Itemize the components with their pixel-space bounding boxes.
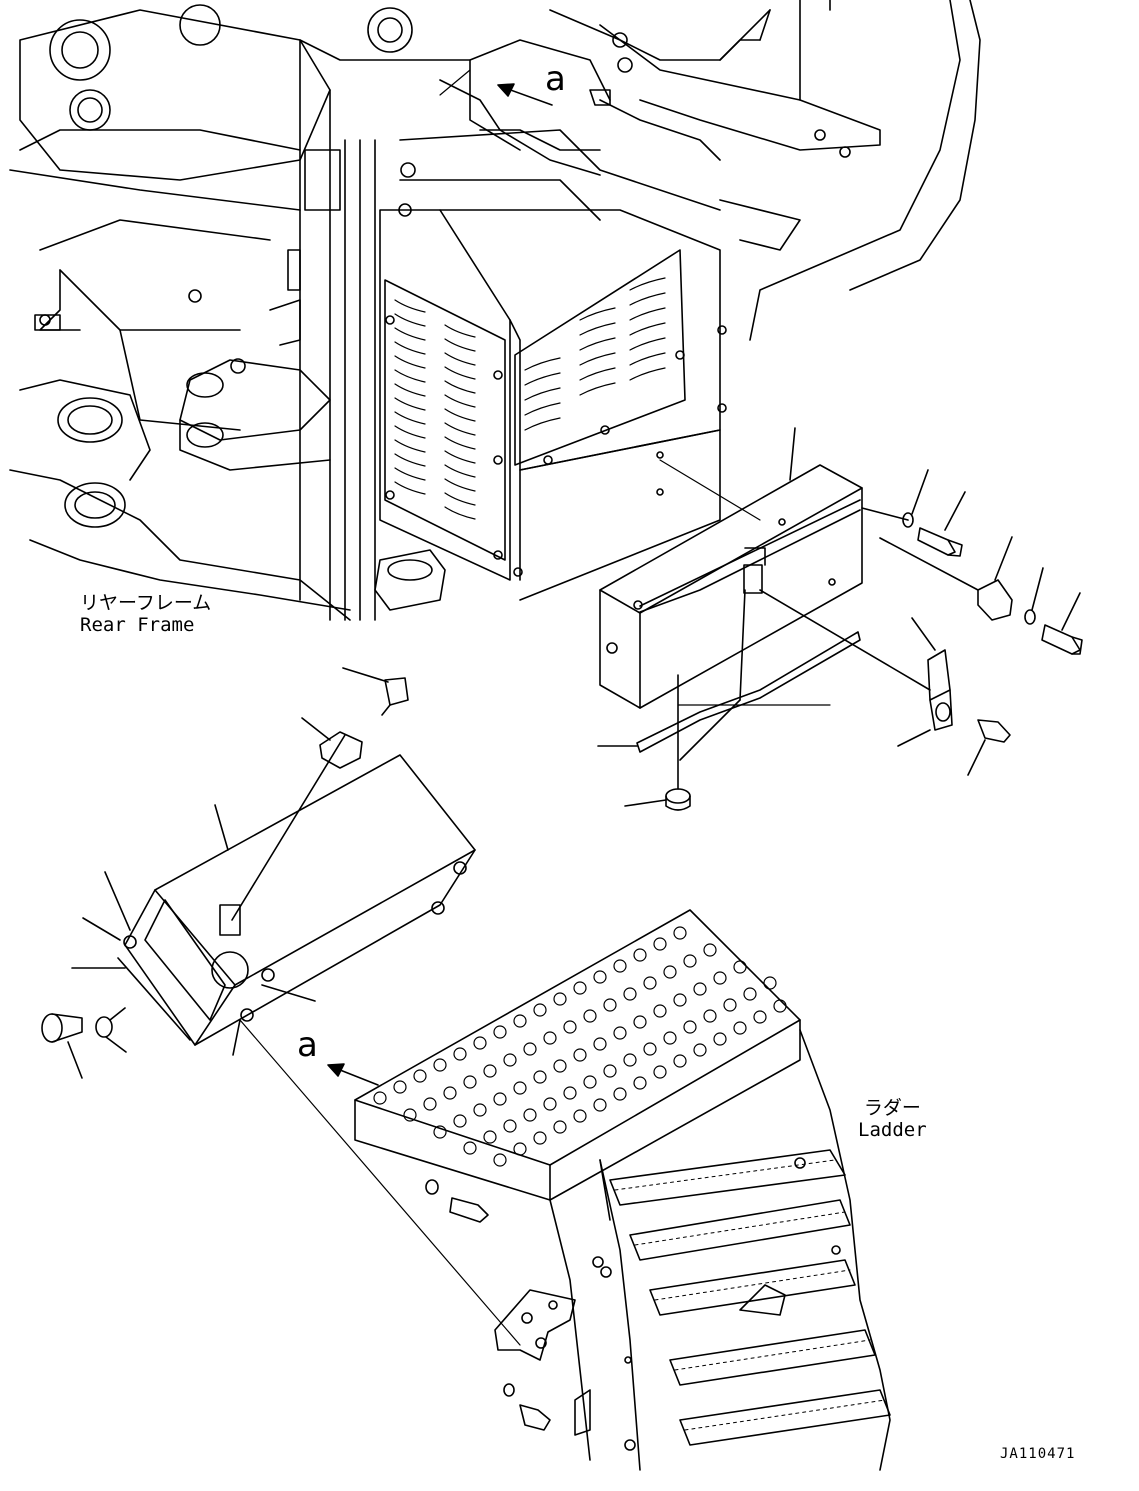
- central-frame: [300, 0, 980, 620]
- ladder-assembly: [355, 910, 890, 1470]
- drawing-id: JA110471: [1000, 1446, 1076, 1462]
- ladder-label: ラダー Ladder: [858, 1097, 927, 1142]
- tool-box-upper: [600, 428, 862, 760]
- view-marker-bottom: a: [297, 1025, 318, 1065]
- ladder-label-jp: ラダー: [863, 1097, 921, 1119]
- view-arrows: [328, 84, 552, 1085]
- grille-slots-right: [525, 278, 665, 430]
- radiator-grille-housing: [375, 210, 726, 610]
- grille-slots-left: [395, 300, 475, 519]
- ladder-label-en: Ladder: [858, 1118, 927, 1141]
- rear-frame-assembly: [10, 5, 412, 620]
- view-marker-top: a: [545, 59, 566, 99]
- tool-box-lower: [72, 735, 475, 1055]
- rear-frame-label-en: Rear Frame: [80, 613, 195, 636]
- ladder-rung-teeth: [615, 1160, 885, 1430]
- projection-lines: [240, 70, 830, 1345]
- ladder-bracket: [426, 1180, 590, 1435]
- latch-upper: [760, 590, 1010, 775]
- rear-frame-label: リヤーフレーム Rear Frame: [80, 592, 212, 637]
- step-perforations: [374, 927, 786, 1166]
- fasteners-right: [862, 470, 1082, 654]
- seal-strip: [598, 632, 860, 752]
- rubber-foot: [625, 675, 690, 810]
- knob-bolt-lower: [42, 1008, 126, 1078]
- hinge-lower: [302, 668, 408, 768]
- rear-frame-label-jp: リヤーフレーム: [80, 592, 212, 614]
